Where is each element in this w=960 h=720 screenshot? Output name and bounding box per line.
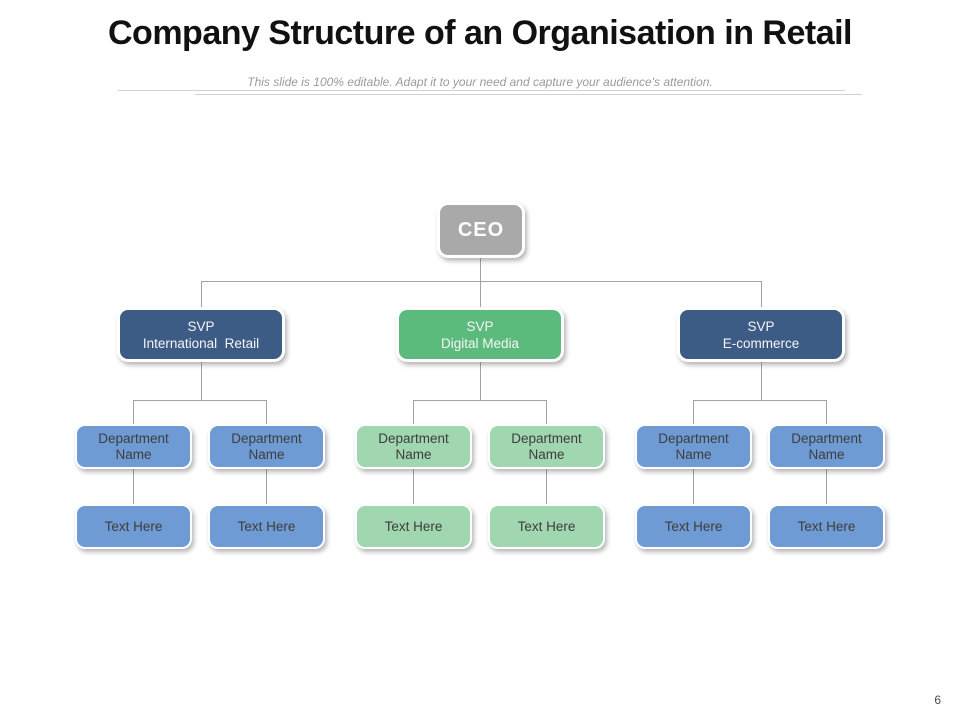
department-label-line2: Name: [115, 446, 152, 462]
slide-subtitle: This slide is 100% editable. Adapt it to…: [247, 75, 713, 89]
text-here-label: Text Here: [237, 518, 296, 534]
text-here-label: Text Here: [664, 518, 723, 534]
org-node-svp-international-retail: SVP International Retail: [117, 307, 285, 362]
text-here-label: Text Here: [104, 518, 163, 534]
org-node-svp-digital-media: SVP Digital Media: [396, 307, 564, 362]
department-box: Department Name: [355, 424, 472, 469]
text-here-label: Text Here: [517, 518, 576, 534]
connector-line: [201, 362, 202, 400]
text-here-label: Text Here: [797, 518, 856, 534]
department-box: Department Name: [75, 424, 192, 469]
department-label-line1: Department: [511, 430, 582, 446]
department-label-line1: Department: [231, 430, 302, 446]
connector-line: [480, 258, 481, 281]
connector-line: [480, 362, 481, 400]
connector-line: [693, 469, 694, 504]
connector-line: [826, 400, 827, 424]
text-here-box: Text Here: [355, 504, 472, 549]
connector-line: [413, 469, 414, 504]
divider-line-bottom: [195, 94, 862, 95]
connector-line: [693, 400, 694, 424]
connector-line: [546, 469, 547, 504]
connector-line: [133, 469, 134, 504]
connector-line: [266, 469, 267, 504]
text-here-box: Text Here: [208, 504, 325, 549]
department-label-line1: Department: [378, 430, 449, 446]
connector-line: [761, 362, 762, 400]
svp-label-line1: SVP: [747, 318, 775, 334]
text-here-box: Text Here: [75, 504, 192, 549]
connector-line: [546, 400, 547, 424]
connector-line: [133, 400, 134, 424]
department-label-line1: Department: [791, 430, 862, 446]
connector-line: [201, 281, 202, 307]
department-box: Department Name: [768, 424, 885, 469]
svp-label-line2: E-commerce: [722, 335, 800, 351]
department-label-line2: Name: [808, 446, 845, 462]
org-node-svp-ecommerce: SVP E-commerce: [677, 307, 845, 362]
department-box: Department Name: [635, 424, 752, 469]
text-here-label: Text Here: [384, 518, 443, 534]
connector-line: [413, 400, 547, 401]
connector-line: [266, 400, 267, 424]
divider-line-top: [118, 90, 845, 91]
slide-title: Company Structure of an Organisation in …: [108, 14, 853, 52]
text-here-box: Text Here: [635, 504, 752, 549]
connector-line: [761, 281, 762, 307]
connector-line: [693, 400, 827, 401]
svp-label-line1: SVP: [187, 318, 215, 334]
text-here-box: Text Here: [768, 504, 885, 549]
department-box: Department Name: [488, 424, 605, 469]
department-label-line2: Name: [395, 446, 432, 462]
connector-line: [201, 281, 761, 282]
ceo-label: CEO: [457, 218, 505, 241]
department-label-line2: Name: [675, 446, 712, 462]
svp-label-line2: International Retail: [142, 335, 260, 351]
page-number: 6: [934, 693, 941, 707]
connector-line: [480, 281, 481, 307]
department-label-line1: Department: [98, 430, 169, 446]
connector-line: [413, 400, 414, 424]
department-label-line2: Name: [528, 446, 565, 462]
department-label-line2: Name: [248, 446, 285, 462]
connector-line: [826, 469, 827, 504]
connector-line: [133, 400, 267, 401]
department-label-line1: Department: [658, 430, 729, 446]
department-box: Department Name: [208, 424, 325, 469]
svp-label-line1: SVP: [466, 318, 494, 334]
text-here-box: Text Here: [488, 504, 605, 549]
org-node-ceo: CEO: [437, 202, 525, 258]
svp-label-line2: Digital Media: [440, 335, 520, 351]
